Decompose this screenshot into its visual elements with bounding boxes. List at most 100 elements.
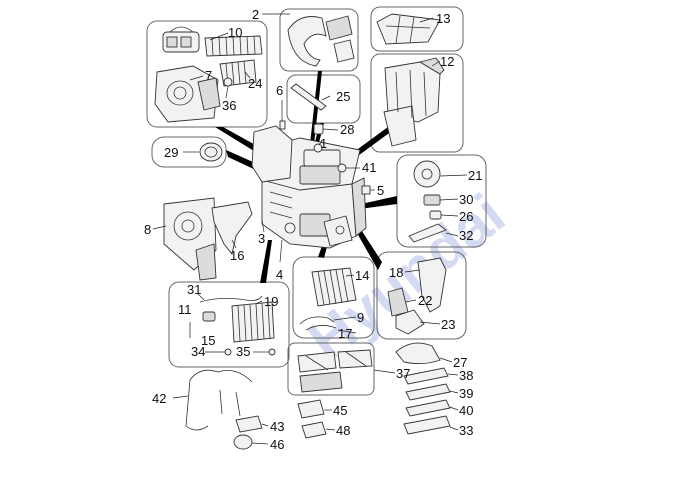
leader-8 xyxy=(152,225,167,230)
leader-25 xyxy=(321,95,331,101)
leader-24 xyxy=(244,71,251,79)
knob-handle xyxy=(169,26,194,33)
leader-28 xyxy=(322,128,339,131)
callout-1: 1 xyxy=(320,136,327,151)
box-parts-37 xyxy=(287,342,375,396)
callout-45: 45 xyxy=(333,403,347,418)
leader-19 xyxy=(255,300,263,305)
knob-face-left xyxy=(166,36,178,48)
leader-46 xyxy=(251,442,269,445)
duct-2-flap-b xyxy=(333,39,355,63)
leader-14 xyxy=(345,274,355,277)
strip-33 xyxy=(403,415,451,435)
callout-31: 31 xyxy=(187,282,201,297)
callout-23: 23 xyxy=(441,317,455,332)
main-hvac-assembly xyxy=(251,100,375,249)
leader-3 xyxy=(261,219,265,233)
clip-28 xyxy=(313,123,324,135)
leader-38 xyxy=(447,373,459,376)
box-parts-19 xyxy=(168,281,290,368)
leader-27 xyxy=(439,357,453,363)
box-parts-12 xyxy=(370,53,464,153)
part-43 xyxy=(235,415,263,433)
callout-13: 13 xyxy=(436,11,450,26)
box-parts-14 xyxy=(292,256,375,339)
leader-37 xyxy=(373,369,396,374)
blower-housing-parts xyxy=(154,26,263,123)
door-37-a xyxy=(297,351,337,373)
hvac-vent-block xyxy=(299,165,341,185)
rod-parts-25 xyxy=(290,83,331,111)
duct-18 xyxy=(417,257,447,313)
box-parts-18 xyxy=(376,251,467,340)
callout-24: 24 xyxy=(248,76,262,91)
fitting-1 xyxy=(313,143,323,153)
callout-33: 33 xyxy=(459,423,473,438)
leader-7 xyxy=(189,75,204,81)
callout-16: 16 xyxy=(230,248,244,263)
leader-36 xyxy=(225,85,229,99)
callout-43: 43 xyxy=(270,419,284,434)
duct-12-lower xyxy=(383,105,417,147)
callout-46: 46 xyxy=(270,437,284,452)
callout-19: 19 xyxy=(264,294,278,309)
leader-31 xyxy=(197,293,205,301)
duct-2-main xyxy=(287,16,327,67)
leader-13 xyxy=(419,17,434,23)
blower-motor-29 xyxy=(183,142,223,162)
clip-5 xyxy=(361,185,371,195)
duct-parts-2 xyxy=(262,13,355,67)
leader-21 xyxy=(439,174,468,177)
box-parts-29 xyxy=(151,136,227,168)
callout-26: 26 xyxy=(459,209,473,224)
callout-48: 48 xyxy=(336,423,350,438)
pipe-9 xyxy=(299,316,335,325)
leader-43 xyxy=(261,423,269,427)
duct-parts-18 xyxy=(387,257,447,335)
callout-32: 32 xyxy=(459,228,473,243)
callout-41: 41 xyxy=(362,160,376,175)
leader-22 xyxy=(405,299,417,303)
callout-5: 5 xyxy=(377,183,384,198)
filter-10 xyxy=(204,35,263,57)
duct-parts-12 xyxy=(383,57,445,147)
callout-10: 10 xyxy=(228,25,242,40)
clip-26 xyxy=(429,210,442,220)
strip-40 xyxy=(405,399,451,417)
hvac-rear-case xyxy=(251,125,293,183)
callout-labels: 2 10 7 24 36 25 13 12 6 28 1 29 41 21 5 … xyxy=(144,7,482,452)
actuator-21 xyxy=(413,160,441,188)
callout-8: 8 xyxy=(144,222,151,237)
leader-12 xyxy=(431,60,441,67)
duct-23 xyxy=(395,309,425,335)
leader-33 xyxy=(449,426,459,431)
callout-29: 29 xyxy=(164,145,178,160)
leader-48 xyxy=(325,428,336,431)
blower-unit-8 xyxy=(152,197,217,281)
wire-31 xyxy=(199,295,263,303)
strip-39 xyxy=(405,383,451,401)
leader-26 xyxy=(440,214,459,217)
callout-22: 22 xyxy=(418,293,432,308)
cover-27 xyxy=(395,342,441,365)
callout-2: 2 xyxy=(252,7,259,22)
fitting-41 xyxy=(337,163,347,173)
callout-3: 3 xyxy=(258,231,265,246)
callout-28: 28 xyxy=(340,122,354,137)
rod-25 xyxy=(290,83,327,111)
filter-parts-19 xyxy=(189,293,276,356)
leader-16 xyxy=(231,239,237,249)
clip-35 xyxy=(268,348,276,356)
small-knob-36 xyxy=(223,77,233,87)
door-parts-37 xyxy=(297,349,396,393)
part-46 xyxy=(233,434,253,450)
callout-6: 6 xyxy=(276,83,283,98)
callout-37: 37 xyxy=(396,366,410,381)
callout-36: 36 xyxy=(222,98,236,113)
leader-39 xyxy=(449,390,459,394)
evaporator-parts-14 xyxy=(299,267,357,334)
connector-30 xyxy=(423,194,441,206)
bracket-16 xyxy=(211,201,253,256)
door-37-c xyxy=(299,371,343,393)
